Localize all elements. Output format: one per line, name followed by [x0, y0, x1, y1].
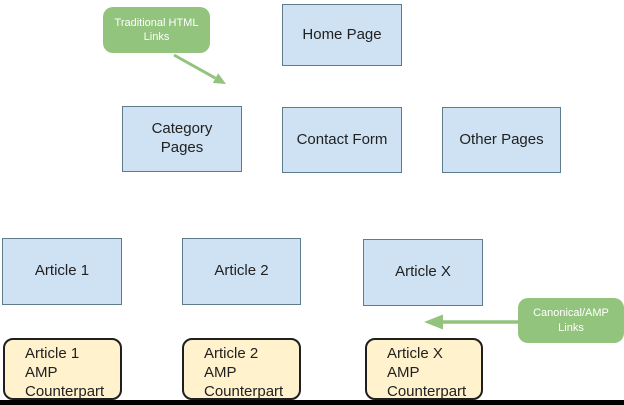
traditional-links-arrow	[173, 53, 226, 84]
callout-canonical-amp-links-label: Canonical/AMP Links	[533, 307, 609, 334]
node-contact-form: Contact Form	[282, 107, 402, 173]
callout-traditional-html-links-label: Traditional HTML Links	[114, 16, 199, 43]
node-article-1-amp-counterpart: Article 1 AMP Counterpart	[3, 338, 122, 400]
node-home-page: Home Page	[282, 4, 402, 66]
node-article-1-label: Article 1	[34, 262, 90, 280]
node-other-pages: Other Pages	[442, 107, 561, 173]
node-other-pages-label: Other Pages	[459, 130, 544, 148]
node-article-2-label: Article 2	[214, 262, 269, 280]
node-contact-form-label: Contact Form	[296, 130, 388, 148]
node-article-2-amp-counterpart-label: Article 2 AMP Counterpart	[204, 345, 284, 400]
node-article-2-amp-counterpart: Article 2 AMP Counterpart	[182, 338, 301, 400]
node-home-page-label: Home Page	[302, 25, 382, 43]
canonical-links-arrow	[424, 314, 518, 330]
node-article-x-amp-counterpart: Article X AMP Counterpart	[365, 338, 483, 400]
node-article-x: Article X	[363, 239, 483, 306]
node-category-pages: Category Pages	[122, 106, 242, 172]
node-article-x-amp-counterpart-label: Article X AMP Counterpart	[387, 345, 467, 400]
bottom-edge-bar	[0, 400, 624, 405]
node-article-1: Article 1	[2, 238, 122, 305]
callout-traditional-html-links: Traditional HTML Links	[103, 7, 210, 53]
node-article-2: Article 2	[182, 238, 301, 305]
node-article-x-label: Article X	[395, 263, 451, 281]
node-article-1-amp-counterpart-label: Article 1 AMP Counterpart	[25, 345, 105, 400]
node-category-pages-label: Category Pages	[151, 120, 213, 156]
callout-canonical-amp-links: Canonical/AMP Links	[518, 298, 624, 343]
